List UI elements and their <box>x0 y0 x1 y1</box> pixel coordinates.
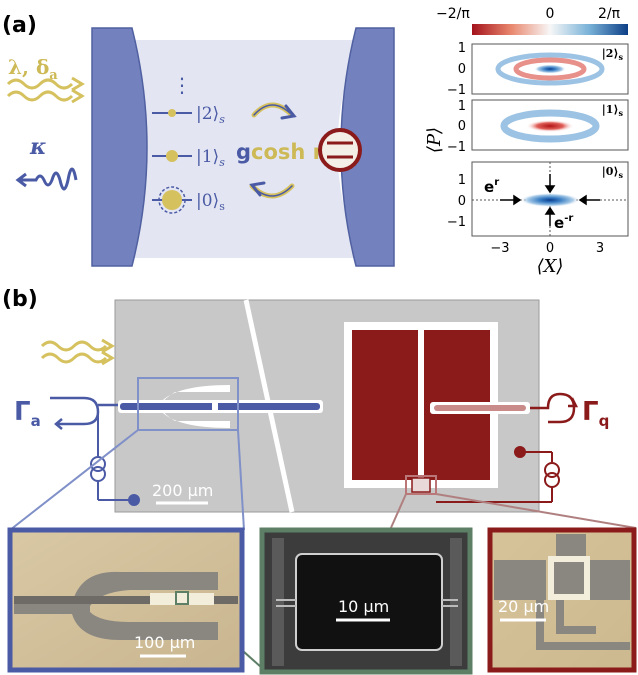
gamma-a-loop-icon <box>50 396 118 430</box>
x-tick-0: 0 <box>546 241 554 256</box>
wigner-plot-1: |1⟩s <box>471 99 629 151</box>
y-tick-mid-0: 0 <box>458 119 466 134</box>
decay-label: κ <box>29 134 47 160</box>
level-2: |2⟩s <box>152 104 225 126</box>
level-1: |1⟩s <box>152 147 225 169</box>
y-tick-mid-m1: −1 <box>447 140 466 155</box>
bias-source-a-icon <box>90 412 140 506</box>
gamma-q-label: Γq <box>582 397 609 430</box>
squeeze-label-emr: e-r <box>554 213 573 232</box>
bias-source-q-icon <box>436 446 560 503</box>
drive-wave-icon-b <box>40 338 115 366</box>
gamma-q-loop-icon <box>530 392 579 424</box>
resonator-zoom-box <box>137 377 239 431</box>
y-tick-top-m1: −1 <box>447 83 466 98</box>
y-tick-bot-m1: −1 <box>447 215 466 230</box>
level-0-label: |0⟩s <box>196 191 225 213</box>
resonator-structure <box>118 385 323 428</box>
x-tick-3: 3 <box>596 241 604 256</box>
colorbar-min-label: −2/π <box>436 6 470 22</box>
panel-b-label: (b) <box>2 287 38 312</box>
scalebar-left-label: 100 μm <box>134 633 195 652</box>
wigner-state-2: |2⟩s <box>602 47 624 62</box>
qubit-icon <box>318 128 362 172</box>
squeeze-label-er: er <box>484 177 499 196</box>
sem-zoom-box <box>175 591 189 605</box>
coupling-label: gcosh r <box>236 140 324 164</box>
wigner-x-ticks: −3 0 3 <box>490 241 604 256</box>
wigner-plot-0: er e-r |0⟩s <box>471 161 629 237</box>
wigner-state-0: |0⟩s <box>602 165 624 180</box>
gamma-a-label: Γa <box>14 397 41 430</box>
x-axis-label: ⟨X⟩ <box>537 256 564 277</box>
qubit-pads <box>344 322 530 493</box>
squeeze-arrows-icon <box>500 174 600 226</box>
level-ellipsis: ⋮ <box>172 73 192 97</box>
level-1-label: |1⟩s <box>196 147 225 169</box>
scalebar-main-label: 200 μm <box>152 481 213 500</box>
scalebar-mid-label: 10 μm <box>338 597 389 616</box>
wigner-plot-2: |2⟩s <box>471 43 629 95</box>
qubit-zoom-box <box>405 475 437 495</box>
sem-photo: 10 μm <box>259 527 473 675</box>
y-tick-top-0: 0 <box>458 62 466 77</box>
scalebar-right-label: 20 μm <box>498 597 549 616</box>
y-tick-bot-1: 1 <box>458 173 466 188</box>
y-tick-mid-1: 1 <box>458 99 466 114</box>
junction-photo: 20 μm <box>487 527 637 673</box>
wigner-y-ticks: 1 0 −1 1 0 −1 1 0 −1 <box>447 41 466 230</box>
colorbar-mid-label: 0 <box>546 6 555 22</box>
x-tick-m3: −3 <box>490 241 509 256</box>
level-0: |0⟩s <box>152 186 225 214</box>
left-mirror <box>91 27 148 267</box>
decay-wave-icon <box>15 167 78 191</box>
resonator-photo: 100 μm <box>7 527 245 673</box>
y-tick-bot-0: 0 <box>458 194 466 209</box>
colorbar-max-label: 2/π <box>598 6 621 22</box>
wigner-state-1: |1⟩s <box>602 103 624 118</box>
y-axis-label: ⟨P⟩ <box>424 127 445 153</box>
y-tick-top-1: 1 <box>458 41 466 56</box>
drive-wave-icon <box>6 76 85 104</box>
colorbar <box>472 24 628 35</box>
drive-label: λ, δa <box>8 55 58 83</box>
coupling-arrows-icon <box>249 102 297 199</box>
panel-a-label: (a) <box>2 13 37 38</box>
level-2-label: |2⟩s <box>196 104 225 126</box>
